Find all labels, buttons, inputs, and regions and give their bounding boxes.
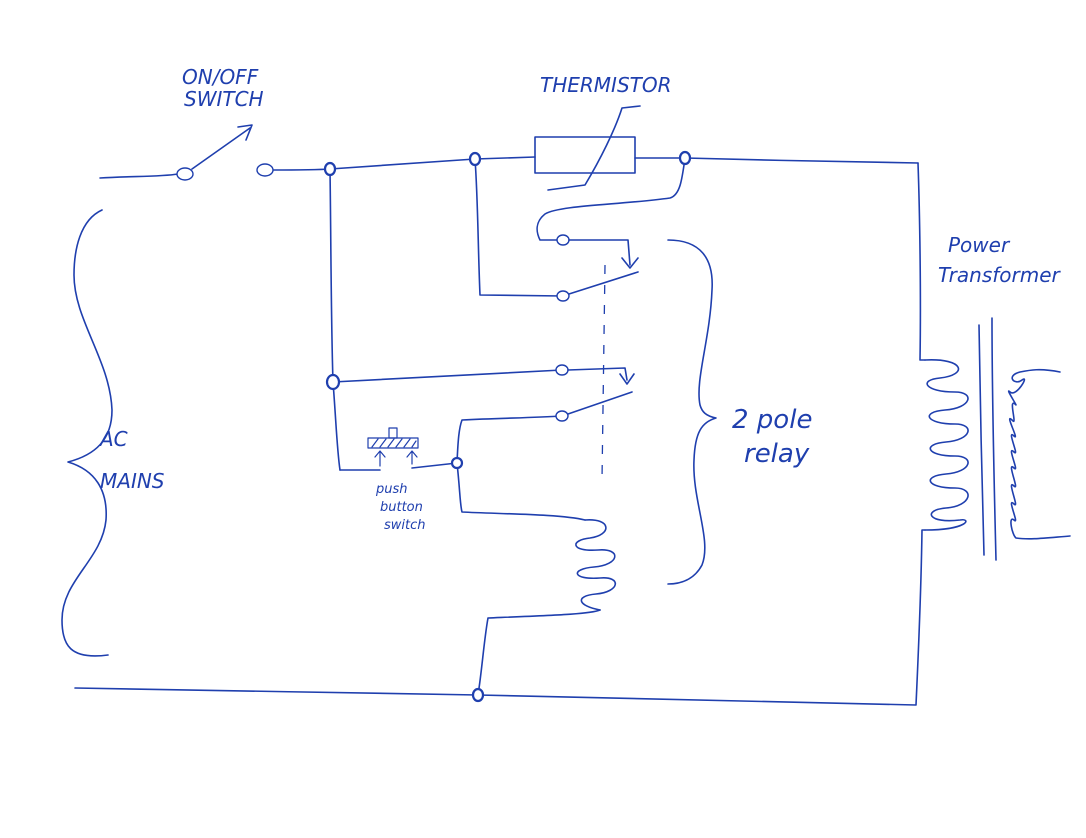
coil-bottom-wire [477,609,601,696]
power-transformer [924,317,1071,561]
main-wiring [74,156,926,706]
label-switch-line2: SWITCH [184,87,264,111]
pole2-arrow-icon [619,373,635,385]
thermistor-component [534,105,641,191]
label-transformer-line2: Transformer [938,263,1062,287]
mains-top-lead [99,173,179,179]
relay-brace [667,239,717,585]
label-thermistor: THERMISTOR [540,73,672,97]
label-relay-line1: 2 pole [732,405,812,435]
relay-pole2-output-wire [456,415,563,464]
pole2-contact-terminal [555,410,569,422]
junction-nodes [323,150,692,703]
thermistor-body [534,136,636,174]
label-switch-line1: ON/OFF [182,65,259,89]
push-button-cap [388,427,398,439]
top-rail-right [634,157,919,164]
pole1-blade [568,271,639,295]
label-transformer-line1: Power [948,233,1011,257]
node-thermistor-left [468,151,482,167]
pole1-contact-arm [568,239,631,266]
push-button-hatch [371,438,417,448]
relay-pole1-common-wire [536,157,686,241]
left-bus [329,168,341,471]
pole1-arrow-icon [621,257,639,269]
pole2-common-terminal [555,364,569,376]
ac-mains-brace [61,209,113,657]
mains-bottom-lead [74,687,479,696]
label-push-line3: switch [384,518,426,533]
push-button-right-wire [411,462,458,469]
label-push-line2: button [380,500,423,515]
labels: ON/OFF SWITCH THERMISTOR Power Transform… [98,65,1062,533]
thermistor-bypass [474,158,564,297]
transformer-primary-winding [924,359,969,531]
relay-coil-winding [575,519,617,611]
relay-pole2-feed [332,369,563,383]
push-button-left-arrow-icon [374,450,386,467]
label-mains-line1: AC [98,427,128,451]
coil-top-wire [456,462,586,521]
label-relay-line2: relay [744,439,810,469]
pole1-common-terminal [556,234,570,246]
right-rail-upper [917,162,926,361]
relay-coil [575,519,617,611]
switch-lever [191,127,251,170]
relay-mechanical-link [601,264,606,481]
node-bottom-rail [471,687,485,703]
node-left-bus [325,373,341,391]
node-push-button [450,456,464,470]
transformer-core-line-2 [991,317,997,561]
pole2-contact-arm [567,367,628,381]
pole1-contact-terminal [556,290,570,302]
right-rail-lower [477,529,926,706]
relay-contacts [555,234,639,481]
switch-lever-arrow-icon [237,124,253,141]
push-button-right-arrow-icon [406,450,418,465]
thermistor-variable-slash [547,105,641,191]
push-button-switch [367,427,419,467]
transformer-secondary-winding [1007,368,1071,540]
pole2-blade [567,391,633,415]
label-push-line1: push [375,482,408,497]
label-mains-line2: MAINS [100,469,165,493]
switch-terminal-left [176,167,194,181]
transformer-core-line-1 [978,324,985,556]
on-off-switch [176,124,274,181]
node-switch-output [323,161,337,177]
switch-terminal-right [256,163,274,177]
braces [61,209,717,657]
node-thermistor-right [678,150,692,166]
top-rail-left [271,156,536,171]
